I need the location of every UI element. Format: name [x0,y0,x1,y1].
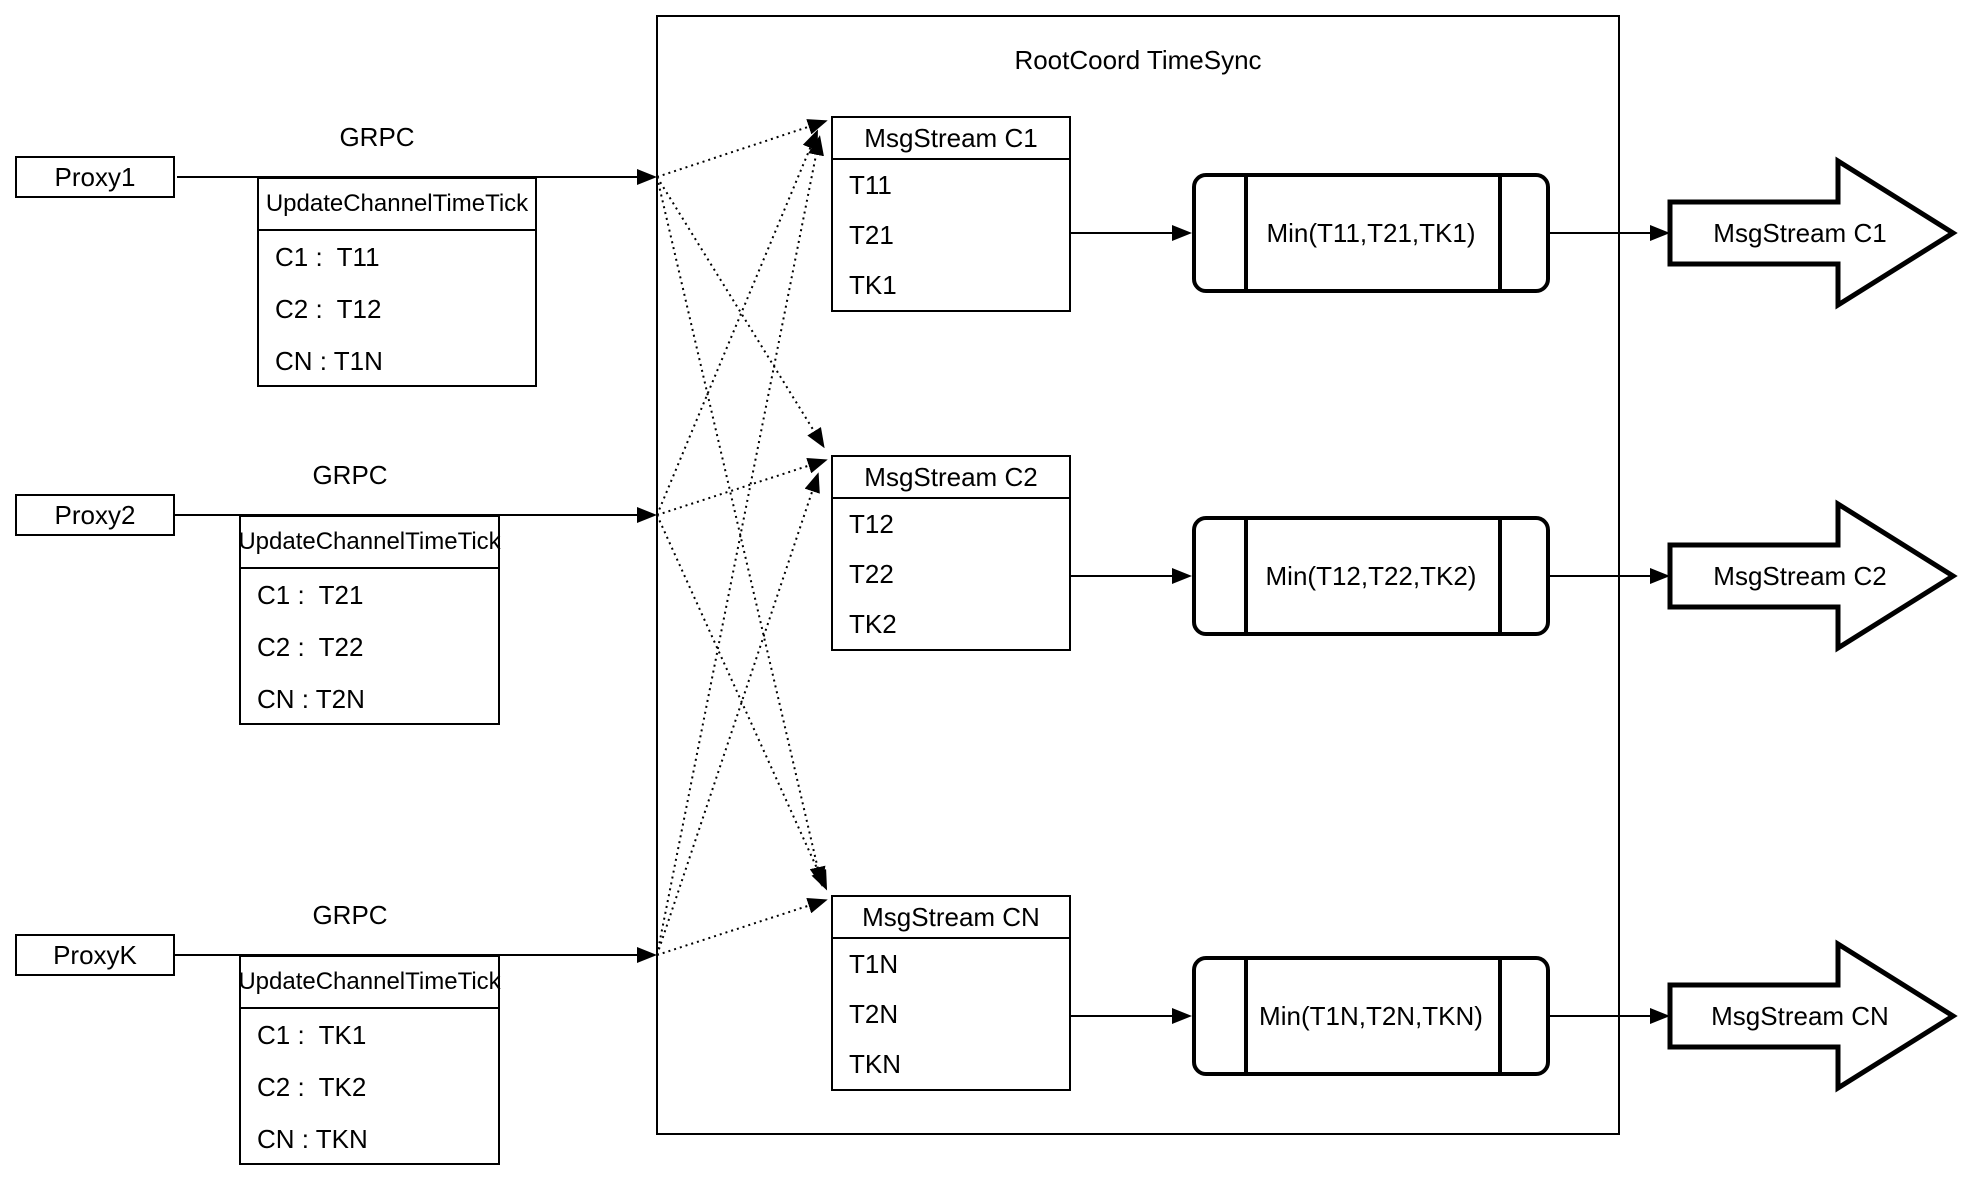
tick-table-header: UpdateChannelTimeTick [238,517,501,569]
tick-table-2: UpdateChannelTimeTick C1 : T21 C2 : T22 … [238,515,501,725]
min-box-label: Min(T1N,T2N,TKN) [1259,1000,1483,1031]
stream-table-1: MsgStream C1 T11 T21 TK1 [831,116,1071,312]
min-box-right-bar [1498,960,1502,1072]
stream-row: T22 [849,559,894,589]
tick-table-header: UpdateChannelTimeTick [238,957,501,1009]
tick-row: CN : TKN [257,1124,368,1154]
proxy-label: Proxy2 [54,499,136,530]
min-box-2: Min(T12,T22,TK2) [1192,516,1550,636]
min-box-left-bar [1244,177,1248,289]
stream-row: TK2 [849,609,897,639]
min-box-1: Min(T11,T21,TK1) [1192,173,1550,293]
proxy-label: ProxyK [53,939,137,970]
stream-table-header: MsgStream C2 [833,457,1069,499]
tick-row: CN : T2N [257,684,365,714]
output-arrow-1 [1667,156,1958,310]
min-box-label: Min(T12,T22,TK2) [1265,560,1477,591]
output-arrow-3 [1667,939,1958,1093]
tick-table-3: UpdateChannelTimeTick C1 : TK1 C2 : TK2 … [238,955,501,1165]
rootcoord-title: RootCoord TimeSync [1014,45,1262,75]
stream-row: T12 [849,509,894,539]
min-box-right-bar [1498,177,1502,289]
stream-table-3: MsgStream CN T1N T2N TKN [831,895,1071,1091]
output-arrow-label: MsgStream CN [1711,1001,1889,1031]
proxy-box-2: Proxy2 [15,494,175,536]
stream-table-2: MsgStream C2 T12 T22 TK2 [831,455,1071,651]
stream-row: T21 [849,220,894,250]
stream-table-header: MsgStream C1 [833,118,1069,160]
tick-row: C1 : TK1 [257,1020,367,1050]
stream-table-header: MsgStream CN [833,897,1069,939]
min-box-3: Min(T1N,T2N,TKN) [1192,956,1550,1076]
proxy-box-1: Proxy1 [15,156,175,198]
tick-table-1: UpdateChannelTimeTick C1 : T11 C2 : T12 … [257,177,537,387]
min-box-left-bar [1244,960,1248,1072]
stream-row: T1N [849,949,899,979]
tick-row: C1 : T11 [275,242,380,272]
grpc-label-2: GRPC [312,460,388,490]
proxy-box-3: ProxyK [15,934,175,976]
stream-row: TK1 [849,270,897,300]
output-arrow-2 [1667,499,1958,653]
tick-row: C1 : T21 [257,580,364,610]
min-box-right-bar [1498,520,1502,632]
tick-row: CN : T1N [275,346,383,376]
output-arrow-label: MsgStream C2 [1713,561,1886,591]
min-box-label: Min(T11,T21,TK1) [1266,217,1476,248]
grpc-label-1: GRPC [339,122,415,152]
stream-row: T2N [849,999,899,1029]
tick-row: C2 : T22 [257,632,364,662]
grpc-label-3: GRPC [312,900,388,930]
tick-table-header: UpdateChannelTimeTick [259,179,535,231]
stream-row: TKN [849,1049,901,1079]
proxy-label: Proxy1 [54,161,136,192]
tick-row: C2 : TK2 [257,1072,367,1102]
tick-row: C2 : T12 [275,294,382,324]
min-box-left-bar [1244,520,1248,632]
stream-row: T11 [849,170,892,200]
output-arrow-label: MsgStream C1 [1713,218,1886,248]
